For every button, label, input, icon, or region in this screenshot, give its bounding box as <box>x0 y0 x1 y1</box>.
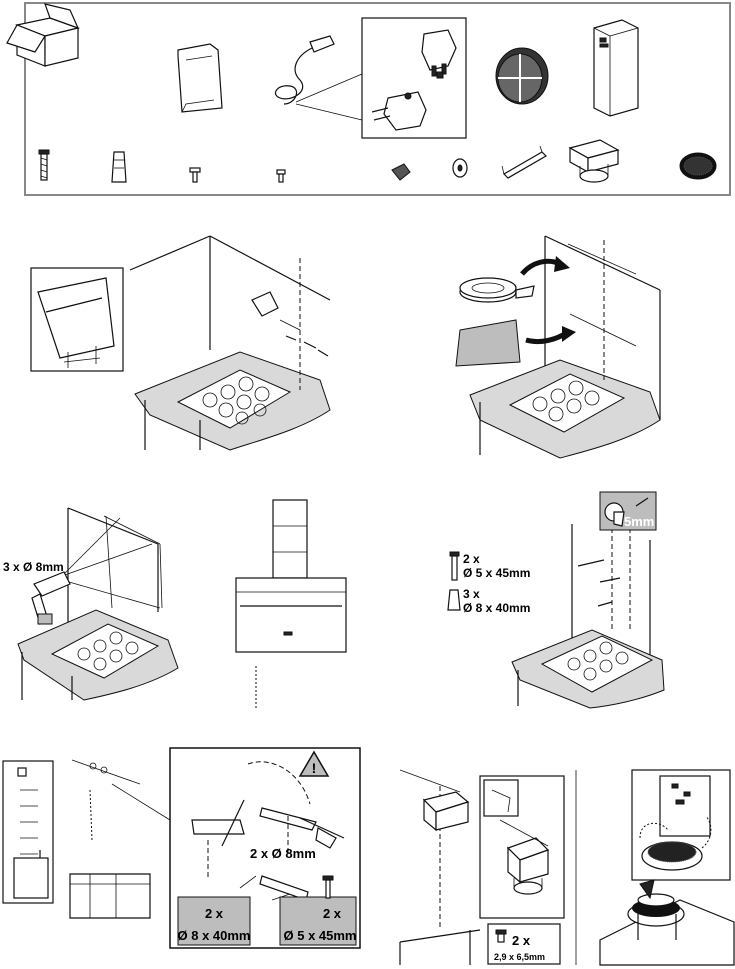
step5-wall-scene <box>69 759 171 919</box>
step5-screw-size: Ø 5 x 45mm <box>284 928 357 943</box>
step5-screw-label-box: 2 x Ø 5 x 45mm <box>279 875 357 946</box>
manual-icon <box>177 43 223 113</box>
step5-plug-label-box: 2 x Ø 8 x 40mm <box>177 896 251 946</box>
step1-hob-burners <box>202 376 270 425</box>
step3-hob-burners <box>77 631 139 671</box>
paper-template-icon <box>455 319 521 367</box>
charcoal-filter-icon <box>495 47 549 105</box>
step5-side-view <box>2 760 54 904</box>
step7-filter-scene <box>599 769 735 966</box>
step5-screw-qty: 2 x <box>323 906 342 921</box>
mounting-bracket-icon <box>501 145 547 179</box>
step5-plug-size: Ø 8 x 40mm <box>178 928 251 943</box>
step6-screw-label-box: 2 x 2,9 x 6,5mm <box>487 923 561 965</box>
wood-screw-icon <box>38 149 50 181</box>
drill-icon <box>31 571 71 625</box>
step5-drill-label: 2 x Ø 8mm <box>250 846 316 861</box>
washer-icon <box>452 158 468 178</box>
distance-detail-box: 5mm <box>599 491 657 531</box>
step4-fixing-scene: 5mm 2 x Ø 5 x 45mm 3 x Ø 8 x 40mm <box>447 491 665 709</box>
step6-adapter-scene: 2 x 2,9 x 6,5mm <box>399 769 577 965</box>
step6-screw-size: 2,9 x 6,5mm <box>494 952 545 962</box>
short-screw-icon <box>189 167 201 183</box>
uk-plug-icon <box>421 29 457 79</box>
step4-screw-qty: 2 x <box>463 552 480 566</box>
step2-template-scene <box>455 235 661 459</box>
warning-icon: ! <box>298 750 330 777</box>
step4-hob-burners <box>567 641 629 681</box>
warning-symbol: ! <box>312 760 317 776</box>
cable-clip-icon <box>391 163 411 181</box>
step6-screw-qty: 2 x <box>512 933 531 948</box>
hood-front-view <box>235 499 347 708</box>
box-icon <box>6 3 81 67</box>
duct-adapter-icon <box>568 139 620 183</box>
step1-wall-scene <box>129 235 331 451</box>
step4-screw-size: Ø 5 x 45mm <box>463 566 530 580</box>
step1-hood-height-diagram <box>30 267 124 372</box>
plug-spec-icon <box>447 589 461 611</box>
step3-drill-label: 3 x Ø 8mm <box>3 560 64 574</box>
arrow-icon <box>520 256 576 345</box>
small-screw-icon <box>276 169 286 183</box>
power-cable-icon <box>275 35 335 105</box>
screw-spec-icon <box>449 551 460 581</box>
step3-drill-scene: 3 x Ø 8mm <box>3 507 179 701</box>
eu-plug-icon <box>371 91 427 131</box>
chimney-cover-icon <box>593 19 639 117</box>
round-filter-icon <box>679 152 717 180</box>
step4-plug-qty: 3 x <box>463 587 480 601</box>
step2-hob-burners <box>532 380 600 422</box>
step5-plug-qty: 2 x <box>205 906 224 921</box>
tape-roll-icon <box>459 277 535 303</box>
wall-plug-icon <box>111 151 127 183</box>
step4-plug-size: Ø 8 x 40mm <box>463 601 530 615</box>
distance-label: 5mm <box>624 514 654 529</box>
step5-detail-box: ! 2 x Ø 8mm 2 x Ø 8 x 40mm 2 x Ø 5 x 45m… <box>169 747 361 949</box>
